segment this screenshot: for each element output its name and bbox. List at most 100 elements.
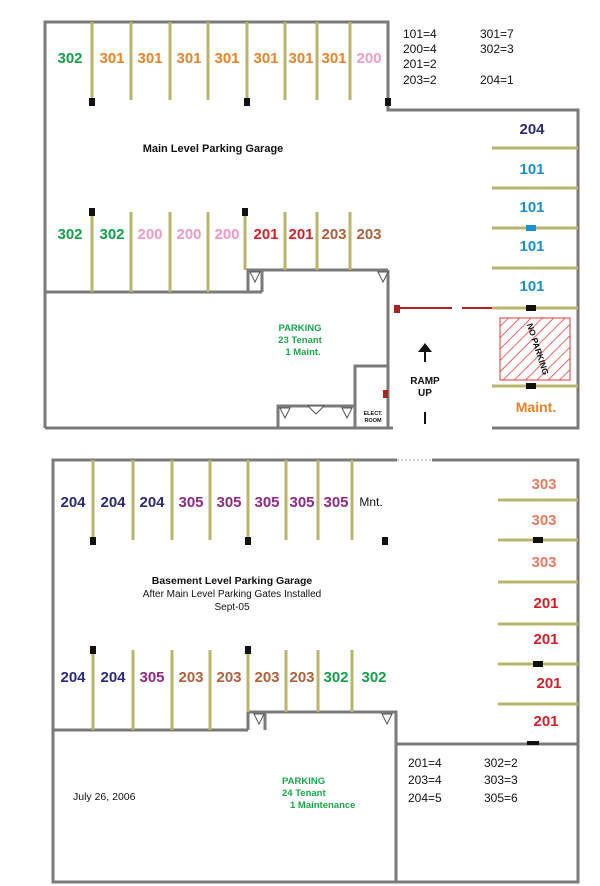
stall-label: 303	[531, 512, 556, 529]
main-right-stall-labels: 204 101 101 101 101	[519, 121, 545, 295]
count-item: 200=4	[403, 42, 437, 56]
main-level-walls	[43, 20, 580, 430]
count-item: 204=5	[408, 791, 442, 805]
count-item: 302=3	[480, 42, 514, 56]
elect-room-line2: ROOM	[364, 418, 382, 424]
main-top-stall-labels: 302 301 301 301 301 301 301 301 200	[57, 50, 381, 67]
count-item: 201=4	[408, 756, 442, 770]
basement-parking-note: PARKING 24 Tenant 1 Maintenance	[282, 776, 355, 811]
stall-label: 305	[216, 494, 241, 511]
main-gate-markers	[249, 271, 462, 420]
stall-label: 301	[214, 50, 239, 67]
main-top-dividers	[90, 22, 352, 105]
basement-mid-stall-labels: 204 204 305 203 203 203 203 302 302	[60, 669, 386, 686]
stall-label: 203	[356, 226, 381, 243]
stall-label: 204	[60, 669, 86, 686]
parking-tenant-count: 24 Tenant	[282, 788, 326, 799]
count-item: 203=4	[408, 773, 442, 787]
stall-label: 201	[288, 226, 313, 243]
main-mid-posts	[89, 208, 248, 216]
count-item: 203=2	[403, 73, 437, 87]
main-top-posts	[89, 98, 391, 106]
stall-label: 201	[533, 713, 558, 730]
stall-label: 305	[289, 494, 314, 511]
stall-label: 301	[288, 50, 313, 67]
stall-label: 203	[254, 669, 279, 686]
basement-level-date-note: Sept-05	[214, 602, 249, 613]
basement-top-stall-labels: 204 204 204 305 305 305 305 305 Mnt.	[60, 494, 382, 511]
basement-heading: Basement Level Parking Garage After Main…	[143, 575, 321, 613]
stall-label: 101	[519, 199, 544, 216]
main-level-counts: 101=4 200=4 201=2 203=2 301=7 302=3 204=…	[403, 27, 514, 87]
stall-label: 204	[519, 121, 545, 138]
count-item: 201=2	[403, 57, 437, 71]
stall-label: 303	[531, 554, 556, 571]
parking-label: PARKING	[282, 776, 325, 787]
plan-date: July 26, 2006	[73, 791, 136, 803]
count-item: 302=2	[484, 756, 518, 770]
stall-label: 204	[139, 494, 165, 511]
stall-label: 101	[519, 161, 544, 178]
main-parking-note: PARKING 23 Tenant 1 Maint.	[278, 323, 322, 358]
parking-label: PARKING	[278, 323, 321, 334]
stall-label: 301	[137, 50, 162, 67]
basement-right-stall-labels: 303 303 303 201 201 201 201	[531, 476, 561, 730]
stall-label: 302	[57, 226, 82, 243]
stall-label: 201	[533, 595, 558, 612]
stall-label: 301	[99, 50, 124, 67]
stall-label: 301	[253, 50, 278, 67]
stall-label: 301	[176, 50, 201, 67]
stall-label: 200	[176, 226, 201, 243]
parking-maint-count: 1 Maint.	[285, 347, 320, 358]
count-item: 301=7	[480, 27, 514, 41]
no-parking-zone	[499, 317, 571, 381]
stall-label: 101	[519, 238, 544, 255]
stall-label: 201	[253, 226, 278, 243]
basement-top-posts	[90, 537, 388, 545]
count-item: 303=3	[484, 773, 518, 787]
stall-label: 200	[214, 226, 239, 243]
stall-label: 302	[361, 669, 386, 686]
elect-room-line1: ELECT.	[364, 411, 383, 417]
main-right-posts	[526, 225, 536, 389]
basement-mid-dividers	[91, 650, 354, 730]
stall-label: 305	[254, 494, 279, 511]
basement-mid-posts	[90, 646, 251, 654]
stall-label: 302	[57, 50, 82, 67]
basement-level-counts: 201=4 203=4 204=5 302=2 303=3 305=6	[408, 756, 518, 805]
main-level-title: Main Level Parking Garage	[143, 143, 284, 155]
ramp-arrow-icon	[418, 343, 432, 424]
stall-label: 200	[137, 226, 162, 243]
basement-level-subtitle: After Main Level Parking Gates Installed	[143, 589, 321, 600]
stall-label: 305	[323, 494, 348, 511]
stall-label: 302	[99, 226, 124, 243]
basement-top-dividers	[91, 460, 354, 545]
count-item: 305=6	[484, 791, 518, 805]
stall-label: 203	[321, 226, 346, 243]
stall-label: 305	[139, 669, 164, 686]
parking-maint-count: 1 Maintenance	[290, 800, 355, 811]
stall-label: 203	[216, 669, 241, 686]
parking-tenant-count: 23 Tenant	[278, 335, 322, 346]
stall-label: 305	[178, 494, 203, 511]
basement-gate-markers	[253, 713, 393, 726]
ramp-line1: RAMP	[410, 376, 440, 387]
count-item: 101=4	[403, 27, 437, 41]
main-right-dividers	[492, 146, 578, 388]
ramp-line2: UP	[418, 388, 432, 399]
count-item: 204=1	[480, 73, 514, 87]
stall-label: Mnt.	[359, 495, 382, 509]
stall-label: 204	[100, 494, 126, 511]
basement-level-title: Basement Level Parking Garage	[152, 575, 313, 587]
stall-label: 203	[178, 669, 203, 686]
maint-label: Maint.	[516, 399, 556, 415]
stall-label: 203	[289, 669, 314, 686]
stall-label: 201	[533, 631, 558, 648]
elect-room-label: ELECT. ROOM	[364, 411, 383, 424]
stall-label: 204	[100, 669, 126, 686]
main-mid-stall-labels: 302 302 200 200 200 201 201 203 203	[57, 226, 381, 243]
stall-label: 302	[323, 669, 348, 686]
stall-label: 303	[531, 476, 556, 493]
stall-label: 200	[356, 50, 381, 67]
basement-right-posts	[527, 537, 543, 745]
